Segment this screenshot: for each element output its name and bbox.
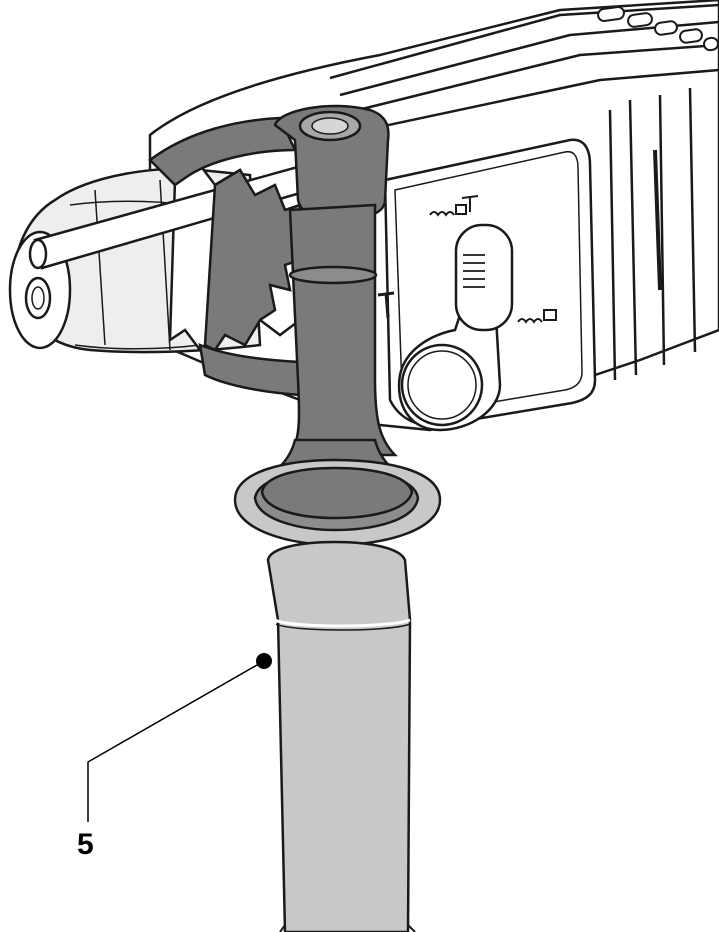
- callout-5-leader: [87, 653, 272, 822]
- callout-label-5: 5: [77, 828, 94, 861]
- chisel-mode-icon: [377, 291, 395, 319]
- drill-mode-icon: [517, 309, 557, 324]
- rotary-knob: [400, 343, 484, 427]
- mode-selector-switch: [377, 195, 557, 432]
- slide-lever: [454, 223, 514, 332]
- cooling-slots: [597, 6, 719, 52]
- hammer-drill-mode-icon: [429, 195, 479, 217]
- auxiliary-handle-grip: [233, 458, 442, 932]
